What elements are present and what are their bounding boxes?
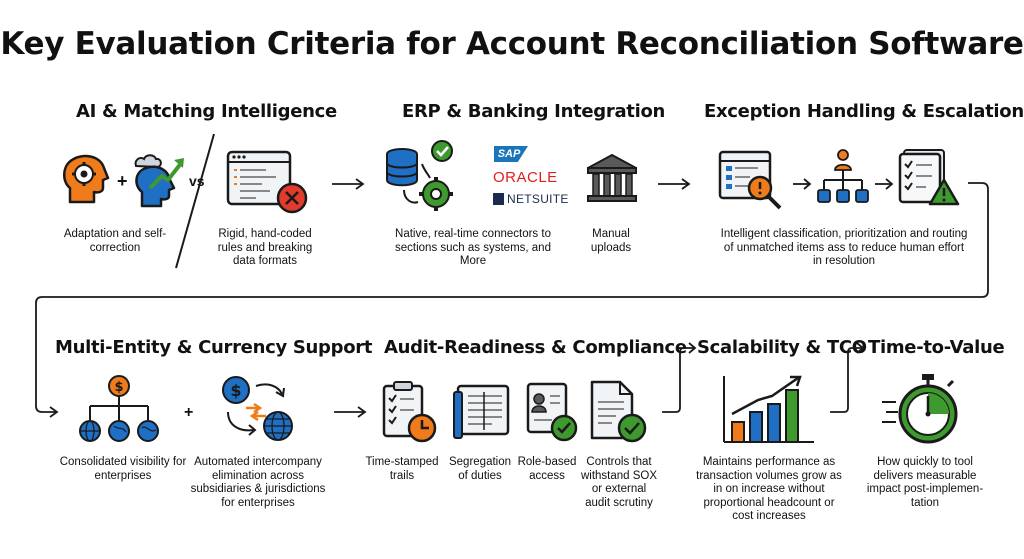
audit-item-2: Segregation of duties xyxy=(448,456,512,482)
audit-item-4: Controls that withstand SOX or external … xyxy=(580,456,658,509)
exception-caption: Intelligent classification, prioritizati… xyxy=(720,228,968,267)
multi-right-caption: Automated intercompany elimination acros… xyxy=(190,456,326,509)
head-gear-icon xyxy=(63,154,110,204)
ledger-icon xyxy=(453,384,510,439)
document-search-icon xyxy=(718,150,782,210)
audit-item-1: Time-stamped trails xyxy=(365,456,439,482)
netsuite-logo: NETSUITE xyxy=(507,192,569,206)
document-check-icon xyxy=(590,380,647,443)
section-heading-audit: Audit-Readiness & Compliance xyxy=(384,337,687,358)
plus-sign: + xyxy=(117,171,128,191)
section-heading-ttv: Time-to-Value xyxy=(868,337,1005,358)
branch-arrow-1 xyxy=(662,342,697,413)
section-heading-ai: AI & Matching Intelligence xyxy=(76,101,337,122)
page-title: Key Evaluation Criteria for Account Reco… xyxy=(0,26,1024,62)
ttv-caption: How quickly to tool delivers measurable … xyxy=(866,456,984,509)
id-badge-check-icon xyxy=(526,382,578,442)
vs-label: vs xyxy=(189,173,205,189)
audit-item-3: Role-based access xyxy=(517,456,577,482)
section-heading-exception: Exception Handling & Escalation xyxy=(704,101,1024,122)
sap-logo: SAP xyxy=(494,146,528,162)
stopwatch-icon xyxy=(882,374,958,444)
bank-building-icon xyxy=(587,153,637,202)
small-arrow-2 xyxy=(875,178,894,190)
flow-arrow-2 xyxy=(658,178,691,190)
flow-arrow-1 xyxy=(332,178,365,190)
erp-left-caption: Native, real-time connectors to sections… xyxy=(395,228,551,267)
scal-caption: Maintains performance as transaction vol… xyxy=(696,456,842,522)
ai-left-caption: Adaptation and self-correction xyxy=(63,228,167,254)
checklist-warning-icon xyxy=(898,149,960,206)
growth-chart-icon xyxy=(723,375,814,443)
svg-text:$: $ xyxy=(114,380,123,395)
code-error-icon xyxy=(226,150,308,214)
hierarchy-icon xyxy=(817,149,869,203)
branch-arrow-2 xyxy=(830,342,865,413)
section-heading-scal: Scalability & TCO xyxy=(697,337,867,358)
ai-right-caption: Rigid, hand-coded rules and breaking dat… xyxy=(217,228,313,267)
multi-left-caption: Consolidated visibility for enterprises xyxy=(59,456,187,482)
section-heading-erp: ERP & Banking Integration xyxy=(402,101,666,122)
divider-slash xyxy=(175,133,215,269)
entity-tree-icon: $ xyxy=(79,375,159,442)
svg-text:$: $ xyxy=(230,381,241,400)
database-sync-icon xyxy=(386,140,453,211)
erp-right-caption: Manual uploads xyxy=(590,228,632,254)
netsuite-mark-icon xyxy=(493,193,504,205)
cloud-head-icon xyxy=(134,154,184,208)
small-arrow-1 xyxy=(793,178,812,190)
plus-sign-2: + xyxy=(184,404,194,421)
flow-arrow-3 xyxy=(334,406,367,418)
clipboard-clock-icon xyxy=(382,381,437,443)
oracle-logo: ORACLE xyxy=(493,169,558,186)
section-heading-multi: Multi-Entity & Currency Support xyxy=(55,337,373,358)
intercompany-exchange-icon: $ xyxy=(222,376,293,441)
